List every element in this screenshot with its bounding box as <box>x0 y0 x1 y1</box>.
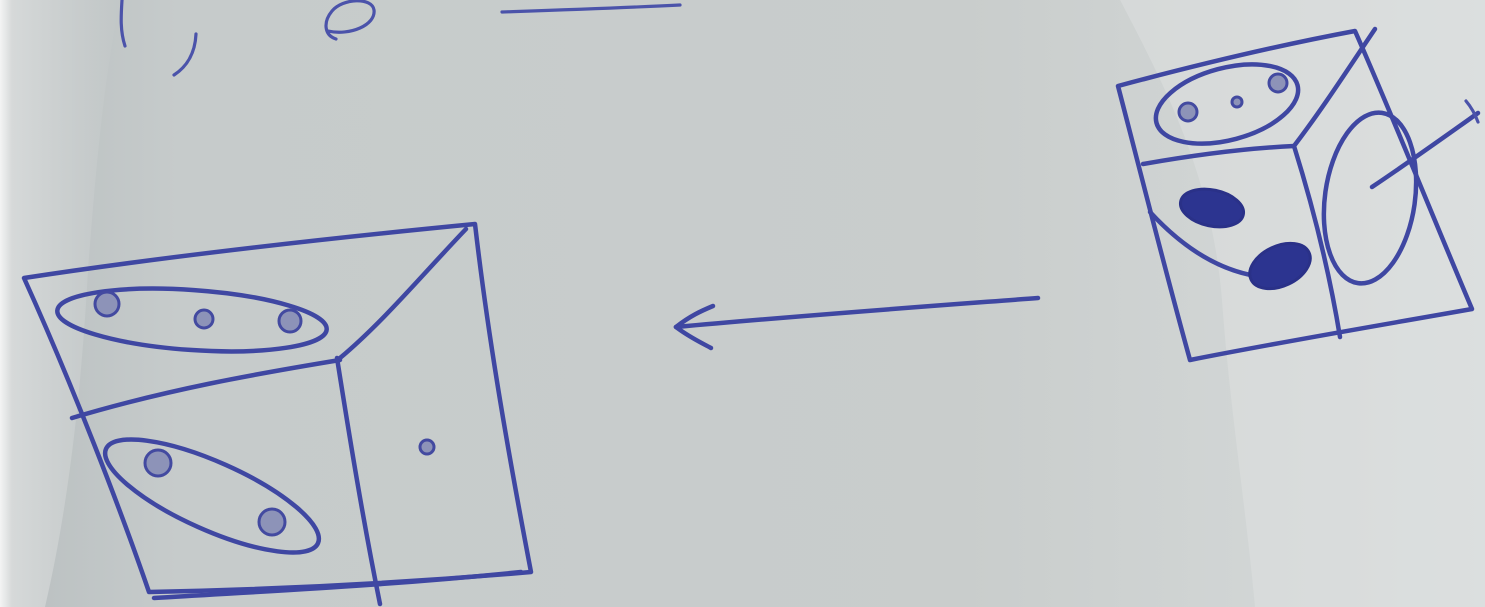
source-top-dot-1 <box>1179 103 1197 121</box>
source-top-dot-2 <box>1232 97 1242 107</box>
result-bottom-dot-2 <box>259 509 285 535</box>
result-top-dot-1 <box>95 292 119 316</box>
result-top-dot-2 <box>195 310 213 328</box>
result-top-dot-3 <box>279 310 301 332</box>
source-top-dot-3 <box>1269 74 1287 92</box>
result-single-dot <box>420 440 434 454</box>
result-bottom-dot-1 <box>145 450 171 476</box>
